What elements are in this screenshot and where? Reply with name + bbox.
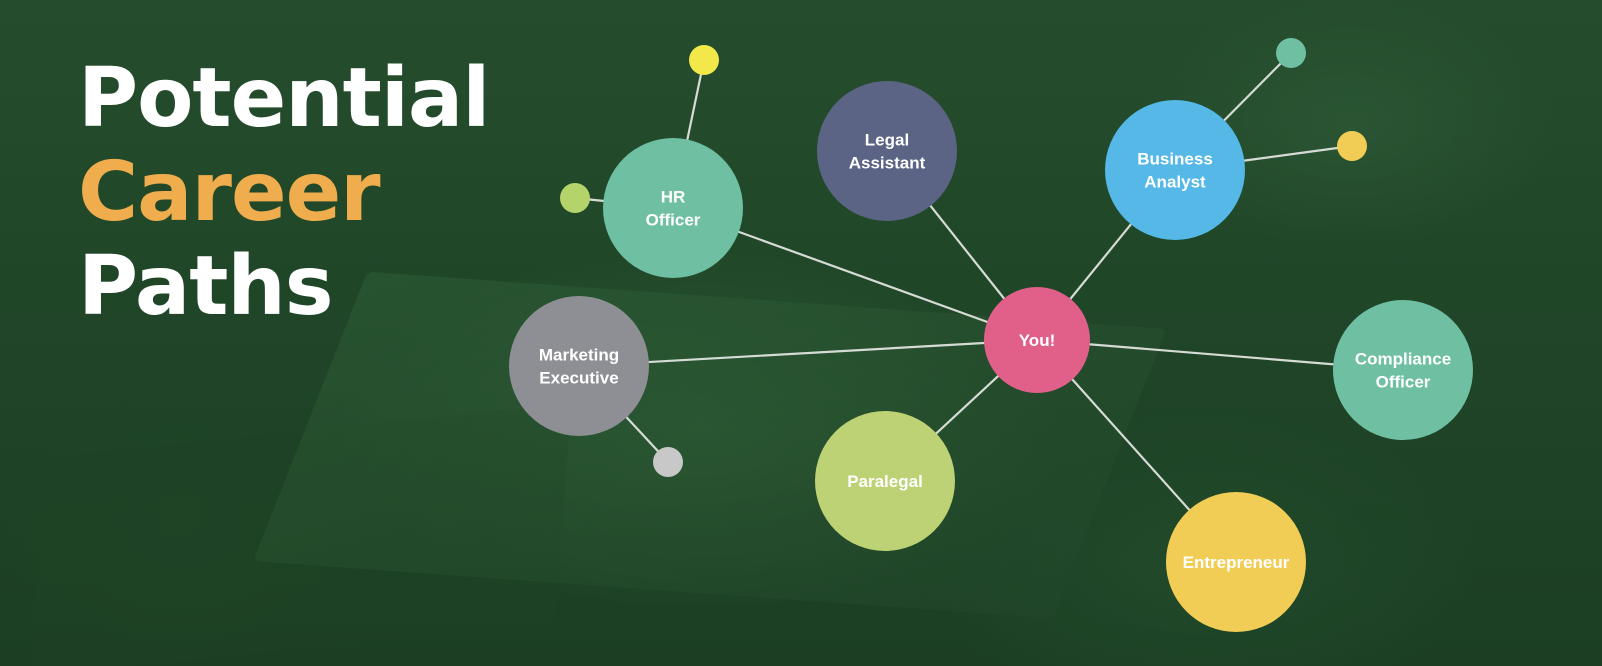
business-analyst-label-line-2: Analyst xyxy=(1144,173,1206,192)
marketing-executive-circle xyxy=(509,296,649,436)
title-line-3: Paths xyxy=(78,239,334,334)
compliance-officer-label-line-1: Compliance xyxy=(1355,350,1451,369)
dot-marketing xyxy=(653,447,683,477)
career-node-entrepreneur: Entrepreneur xyxy=(1166,492,1306,632)
paralegal-label-line-1: Paralegal xyxy=(847,472,923,491)
marketing-executive-label-line-2: Executive xyxy=(539,369,618,388)
legal-assistant-label-line-2: Assistant xyxy=(849,154,926,173)
you-label-line-1: You! xyxy=(1019,331,1056,350)
legal-assistant-circle xyxy=(817,81,957,221)
dot-hr-top xyxy=(689,45,719,75)
compliance-officer-circle xyxy=(1333,300,1473,440)
career-node-paralegal: Paralegal xyxy=(815,411,955,551)
hr-officer-circle xyxy=(603,138,743,278)
career-node-hr-officer: HR Officer xyxy=(603,138,743,278)
business-analyst-label-line-1: Business xyxy=(1137,150,1213,169)
title-line-1: Potential xyxy=(78,51,490,146)
dot-hr-left xyxy=(560,183,590,213)
dot-analyst-top xyxy=(1276,38,1306,68)
decorative-dots xyxy=(560,38,1367,477)
center-node-you: You! xyxy=(984,287,1090,393)
hr-officer-label-line-2: Officer xyxy=(646,211,701,230)
entrepreneur-label-line-1: Entrepreneur xyxy=(1183,553,1290,572)
edge-you-to-marketing-executive xyxy=(578,338,1038,368)
legal-assistant-label-line-1: Legal xyxy=(865,131,909,150)
connector-lines xyxy=(574,52,1404,563)
compliance-officer-label-line-2: Officer xyxy=(1376,373,1431,392)
hr-officer-label-line-1: HR xyxy=(661,188,686,207)
you-circle xyxy=(984,287,1090,393)
marketing-executive-label-line-1: Marketing xyxy=(539,346,619,365)
dot-analyst-right xyxy=(1337,131,1367,161)
business-analyst-circle xyxy=(1105,100,1245,240)
paralegal-circle xyxy=(815,411,955,551)
page-title: Potential Career Paths xyxy=(78,51,490,334)
title-line-2: Career xyxy=(78,145,381,240)
entrepreneur-circle xyxy=(1166,492,1306,632)
